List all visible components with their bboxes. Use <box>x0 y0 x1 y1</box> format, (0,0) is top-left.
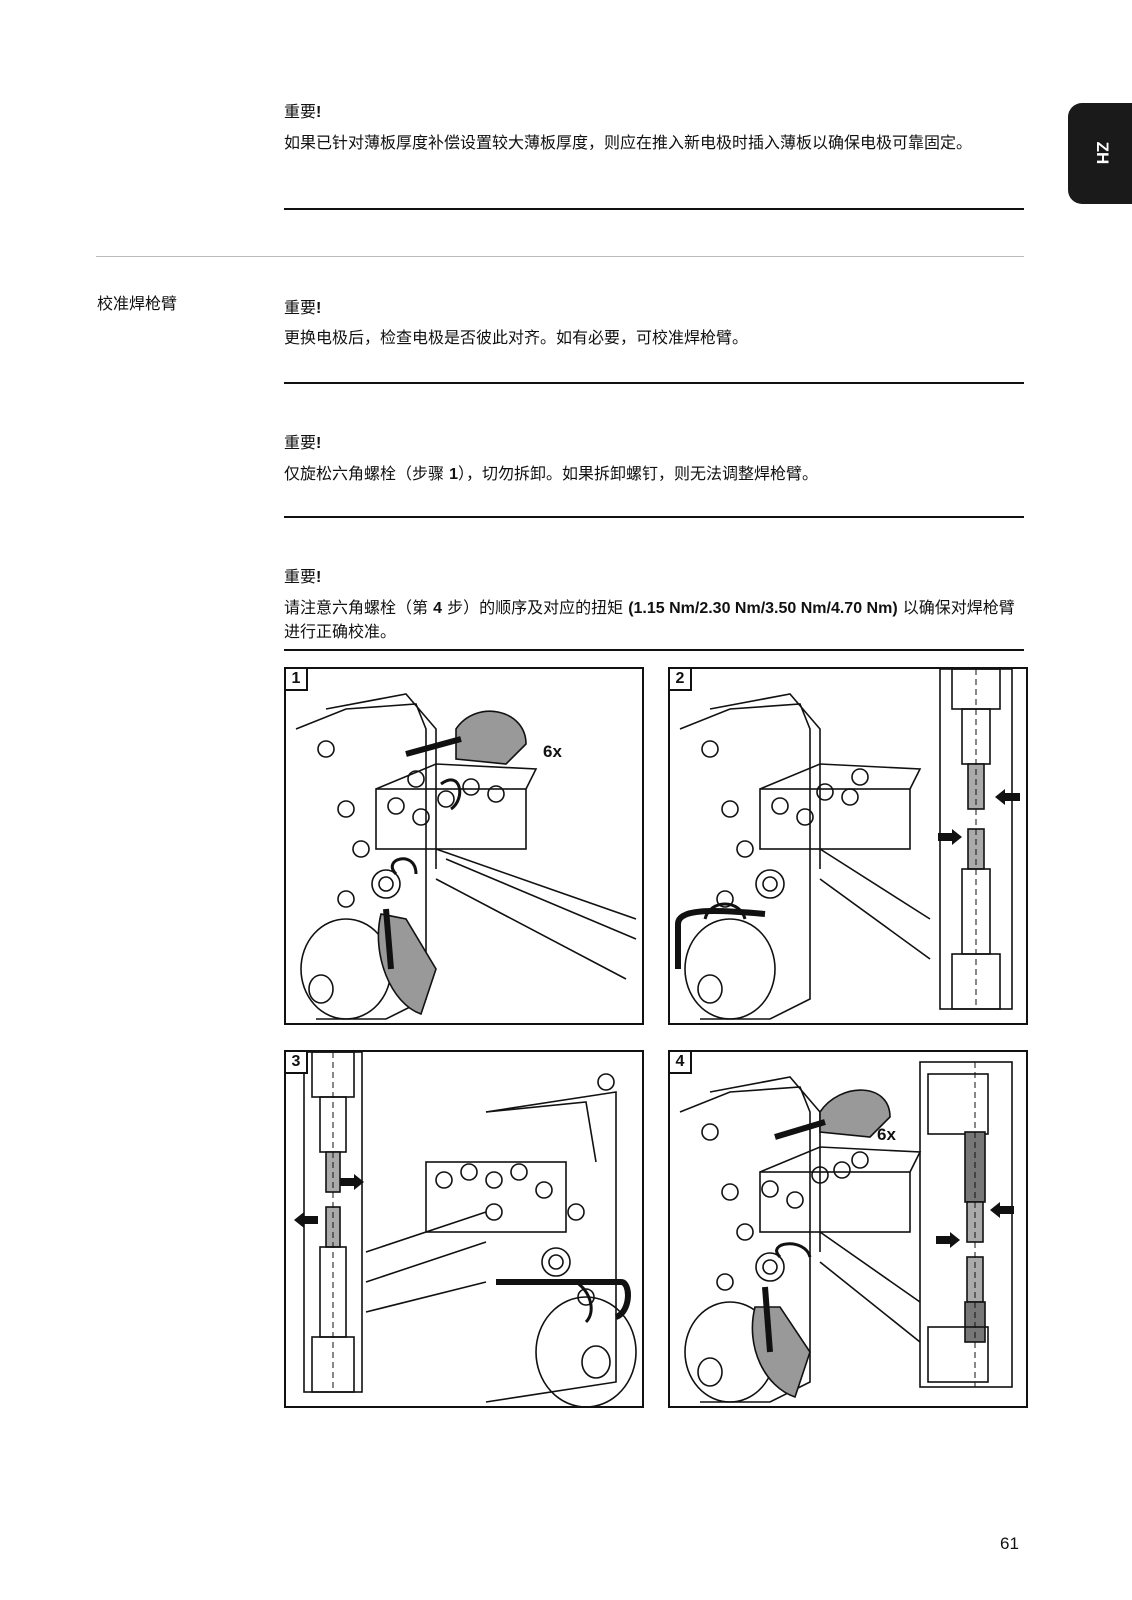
note-4-body-torque: (1.15 Nm/2.30 Nm/3.50 Nm/4.70 Nm) <box>628 600 898 617</box>
language-tab-label: ZH <box>1093 141 1112 165</box>
figure-step-2: 2 <box>668 667 1028 1025</box>
note-2-heading: 重要! <box>284 294 321 318</box>
note-3-rule <box>284 516 1024 518</box>
note-4-heading-text: 重要 <box>284 567 317 586</box>
figure-1-illustration <box>295 693 637 1020</box>
note-4-body-bold: 4 <box>433 600 442 617</box>
note-4-body-post: 以确保对焊枪臂进行正确校准。 <box>284 598 1015 641</box>
note-3-bang: ! <box>316 435 322 452</box>
note-4-body-pre: 请注意六角螺栓（第 <box>284 598 434 617</box>
note-1-rule <box>284 208 1024 210</box>
language-tab: ZH <box>1068 103 1132 204</box>
note-4-body: 请注意六角螺栓（第 4 步）的顺序及对应的扭矩 (1.15 Nm/2.30 Nm… <box>284 596 1024 643</box>
note-4-heading: 重要! <box>284 563 321 587</box>
note-3-heading-text: 重要 <box>284 433 317 452</box>
figure-step-3: 3 <box>284 1050 644 1408</box>
note-2-rule <box>284 382 1024 384</box>
figure-4-count-label: 6x <box>877 1125 896 1144</box>
figure-step-1: 1 6x <box>284 667 644 1025</box>
note-1-heading: 重要! <box>284 98 321 122</box>
note-2-bang: ! <box>316 300 322 317</box>
note-4-body-mid: 步）的顺序及对应的扭矩 <box>442 598 629 617</box>
note-1-heading-text: 重要 <box>284 102 317 121</box>
note-3-body-bold: 1 <box>449 466 458 483</box>
note-4-bang: ! <box>316 569 322 586</box>
figure-step-4: 4 6x <box>668 1050 1028 1408</box>
page-number: 61 <box>1000 1534 1019 1553</box>
figure-2-step-number: 2 <box>670 669 692 691</box>
figure-3-step-number: 3 <box>286 1052 308 1074</box>
figure-3-illustration <box>294 1052 637 1406</box>
note-4-rule <box>284 649 1024 651</box>
figure-4-illustration <box>679 1061 1014 1403</box>
figure-1-count-label: 6x <box>543 742 562 761</box>
figure-2-illustration <box>675 669 1020 1020</box>
section-divider <box>96 256 1024 257</box>
note-3-body-pre: 仅旋松六角螺栓（步骤 <box>284 464 450 483</box>
note-3-heading: 重要! <box>284 429 321 453</box>
note-1-body: 如果已针对薄板厚度补偿设置较大薄板厚度，则应在推入新电极时插入薄板以确保电极可靠… <box>284 133 973 152</box>
note-2-body: 更换电极后，检查电极是否彼此对齐。如有必要，可校准焊枪臂。 <box>284 328 749 347</box>
note-1-bang: ! <box>316 104 322 121</box>
figure-4-step-number: 4 <box>670 1052 692 1074</box>
note-3-body: 仅旋松六角螺栓（步骤 1），切勿拆卸。如果拆卸螺钉，则无法调整焊枪臂。 <box>284 462 1024 486</box>
note-2-heading-text: 重要 <box>284 298 317 317</box>
note-3-body-post: ），切勿拆卸。如果拆卸螺钉，则无法调整焊枪臂。 <box>458 464 819 483</box>
figure-1-step-number: 1 <box>286 669 308 691</box>
section-title: 校准焊枪臂 <box>97 294 178 313</box>
